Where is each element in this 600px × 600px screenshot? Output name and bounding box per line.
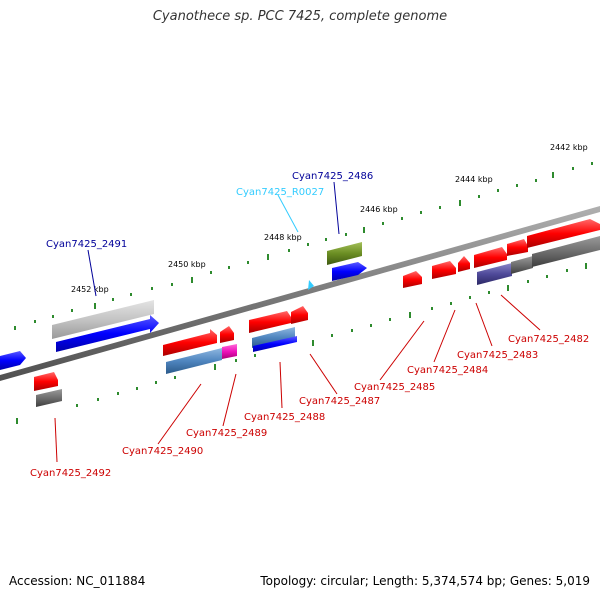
- gene-left-blue[interactable]: [0, 351, 26, 370]
- gene-cyan7425-2483[interactable]: [474, 247, 512, 285]
- gene-cyan7425-2492[interactable]: [34, 372, 62, 407]
- tick-2450: 2450 kbp: [168, 260, 206, 269]
- tick-2444: 2444 kbp: [455, 175, 493, 184]
- label-cyan7425-2482[interactable]: Cyan7425_2482: [508, 334, 589, 345]
- leader-lines: [54, 181, 541, 463]
- label-cyan7425-2489[interactable]: Cyan7425_2489: [186, 428, 267, 439]
- rna-cyan7425-r0027[interactable]: [308, 280, 314, 290]
- label-cyan7425-2492[interactable]: Cyan7425_2492: [30, 468, 111, 479]
- outer-tick-row: [14, 162, 593, 330]
- label-cyan7425-2486[interactable]: Cyan7425_2486: [292, 171, 373, 182]
- label-cyan7425-2487[interactable]: Cyan7425_2487: [299, 396, 380, 407]
- tick-2448: 2448 kbp: [264, 233, 302, 242]
- gene-cyan7425-2486[interactable]: [332, 262, 367, 281]
- gene-cyan7425-2482[interactable]: [507, 219, 600, 274]
- label-cyan7425-r0027[interactable]: Cyan7425_R0027: [236, 187, 324, 198]
- genome-summary-text: Topology: circular; Length: 5,374,574 bp…: [260, 574, 590, 588]
- label-cyan7425-2491[interactable]: Cyan7425_2491: [46, 239, 127, 250]
- gene-cyan7425-2485[interactable]: [403, 271, 422, 288]
- label-cyan7425-2485[interactable]: Cyan7425_2485: [354, 382, 435, 393]
- gene-cyan7425-2489[interactable]: [220, 326, 237, 359]
- map-title: Cyanothece sp. PCC 7425, complete genome: [152, 9, 448, 24]
- gene-cyan7425-2488[interactable]: [249, 311, 297, 352]
- label-cyan7425-2483[interactable]: Cyan7425_2483: [457, 350, 538, 361]
- label-cyan7425-2488[interactable]: Cyan7425_2488: [244, 412, 325, 423]
- tick-2442: 2442 kbp: [550, 143, 588, 152]
- gene-cyan7425-2486-olive[interactable]: [327, 242, 362, 265]
- gene-cyan7425-2491[interactable]: [56, 315, 159, 352]
- label-cyan7425-2490[interactable]: Cyan7425_2490: [122, 446, 203, 457]
- label-cyan7425-2484[interactable]: Cyan7425_2484: [407, 365, 488, 376]
- gene-cyan7425-2484b[interactable]: [458, 256, 470, 272]
- gene-cyan7425-2487[interactable]: [291, 306, 308, 324]
- gene-cyan7425-2490[interactable]: [163, 329, 222, 374]
- accession-text: Accession: NC_011884: [9, 574, 146, 588]
- inner-tick-row: [16, 263, 587, 424]
- genome-backbone: [0, 206, 600, 381]
- gene-cyan7425-2491-light[interactable]: [52, 300, 154, 339]
- tick-2452: 2452 kbp: [71, 285, 109, 294]
- gene-cyan7425-2484[interactable]: [432, 261, 456, 279]
- tick-2446: 2446 kbp: [360, 205, 398, 214]
